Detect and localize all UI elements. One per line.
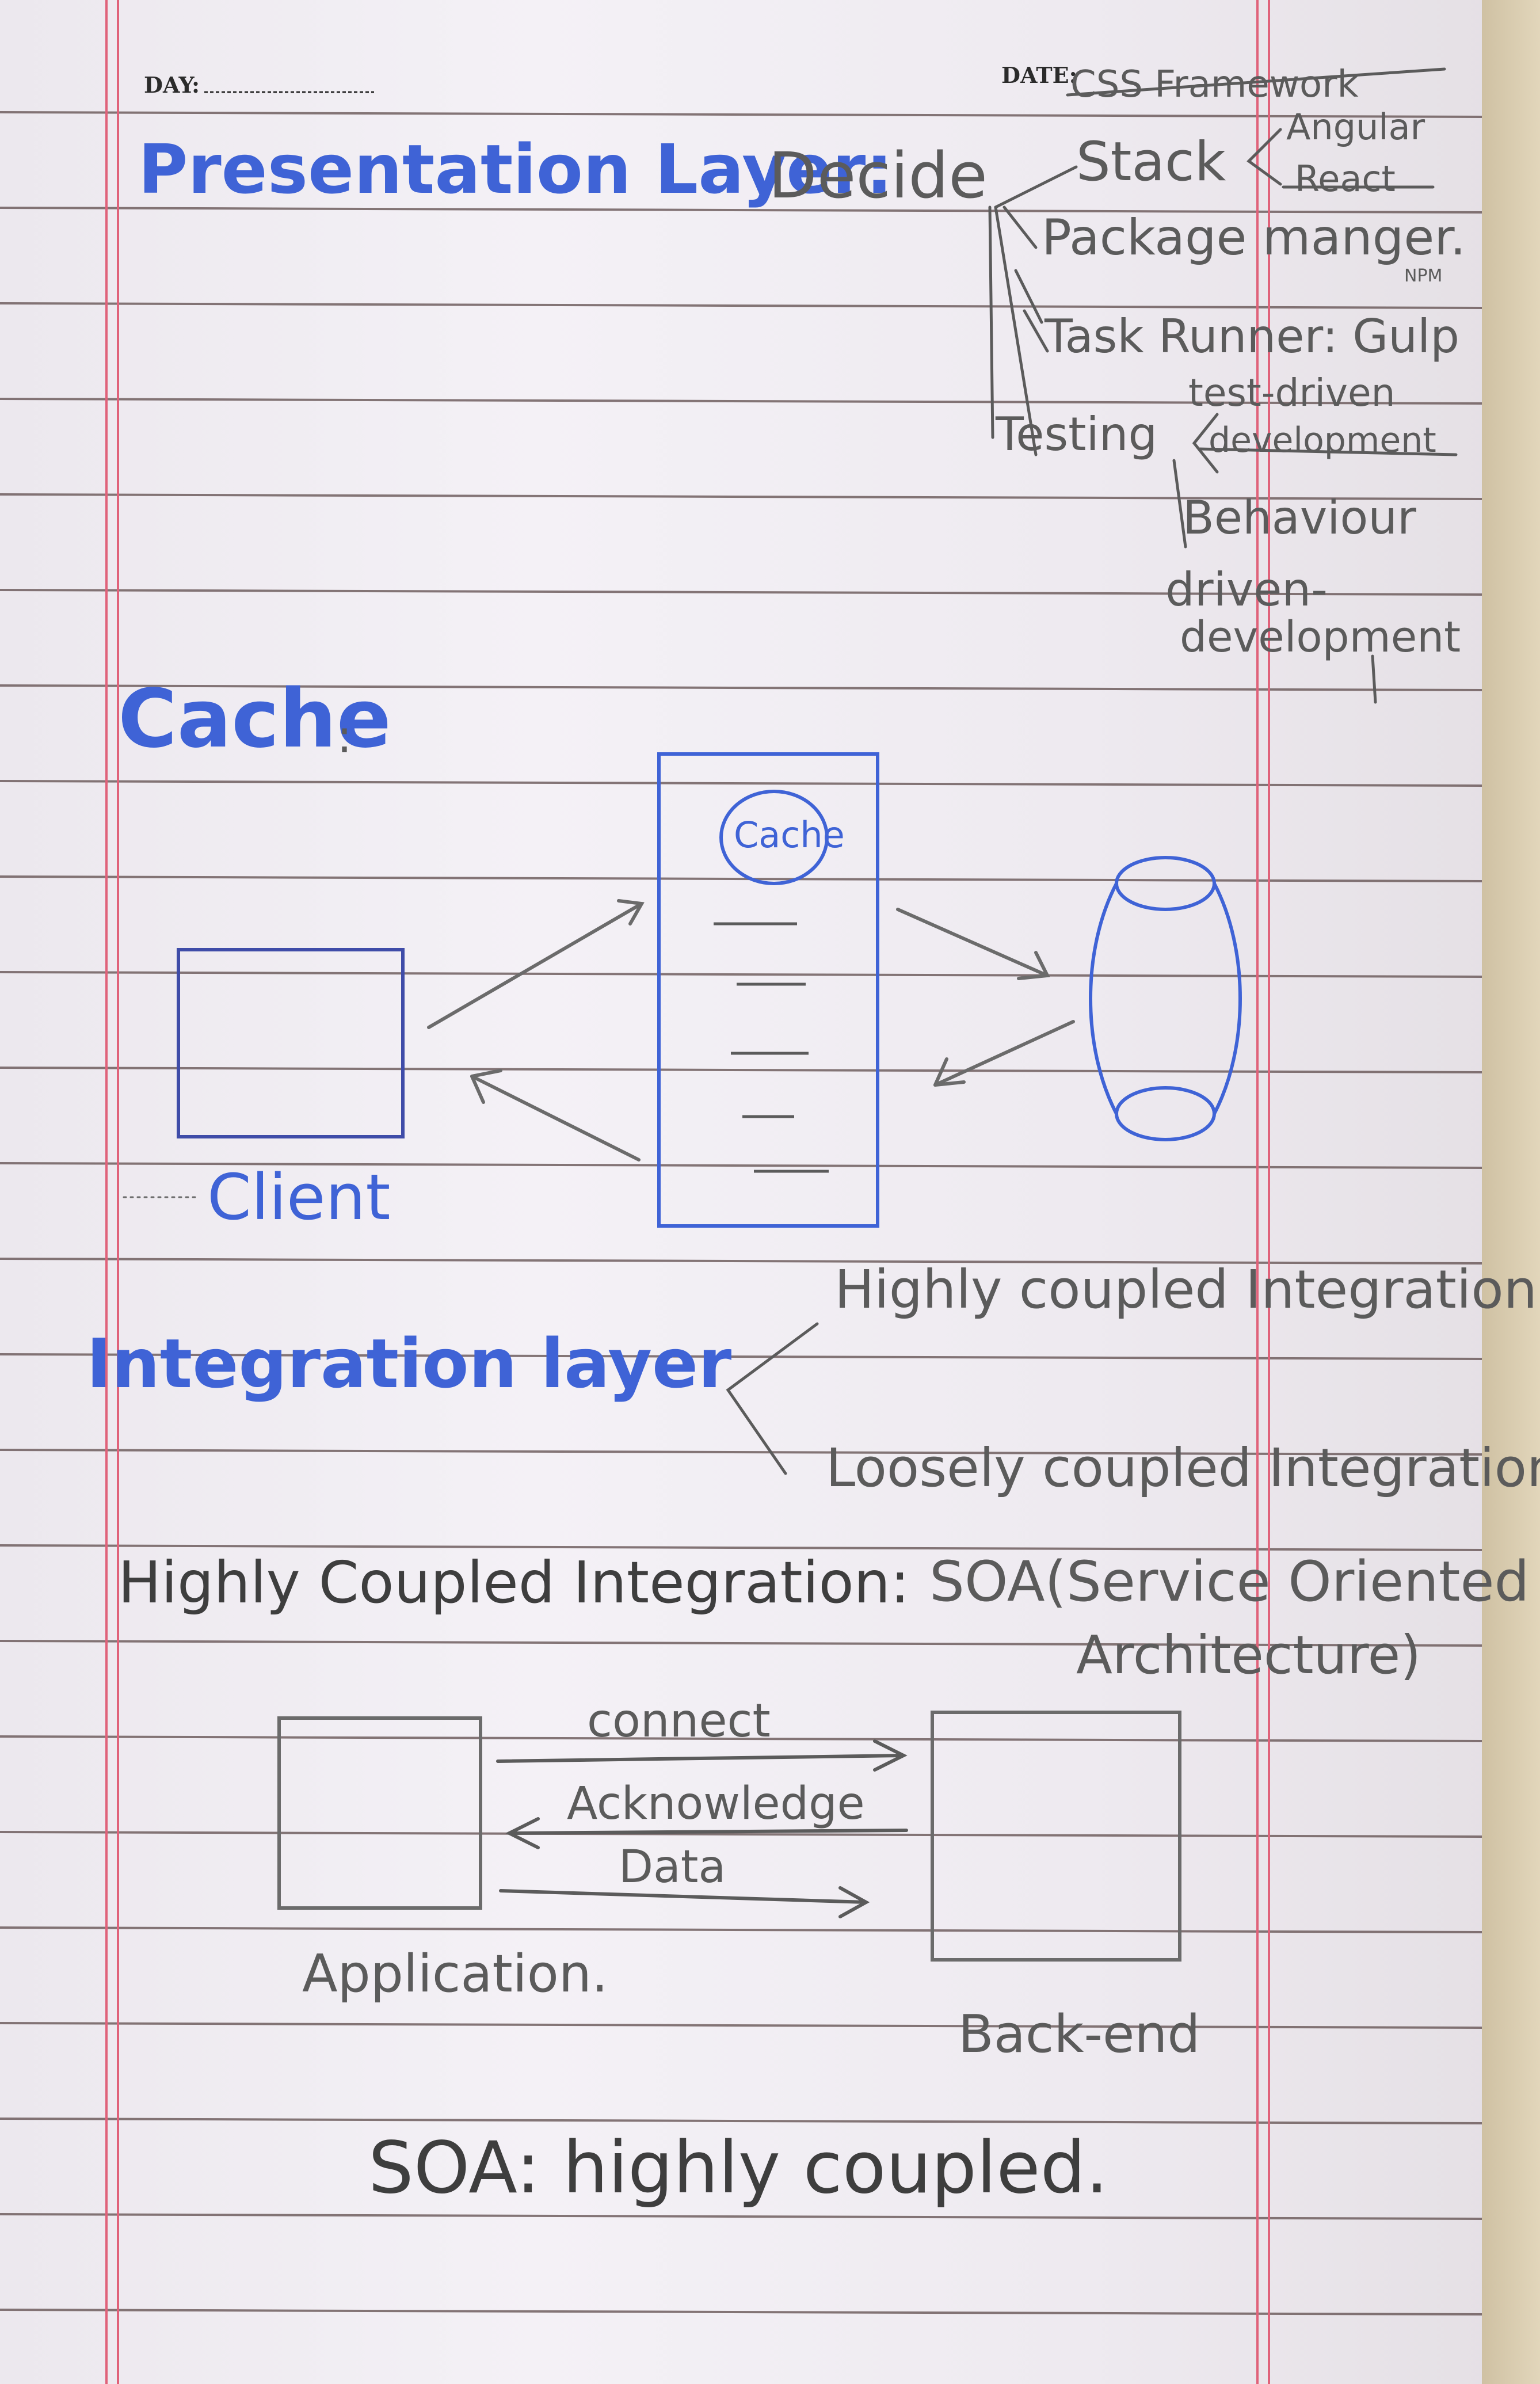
soa-definition-line-1: SOA(Service Oriented: [929, 1549, 1530, 1614]
backend-label: Back-end: [958, 2004, 1200, 2065]
bdd-line-1: Behaviour: [1183, 491, 1416, 544]
data-label: Data: [619, 1841, 726, 1893]
ruled-line-23: [0, 2309, 1482, 2316]
tdd-line-1: test-driven: [1188, 371, 1396, 415]
ruled-line-18: [0, 1831, 1482, 1838]
ruled-line-6: [0, 684, 1482, 691]
client-to-cache-arrow: [427, 902, 643, 1029]
tdd-line-2: development: [1209, 420, 1436, 460]
date-label: DATE:: [1001, 62, 1077, 88]
ruled-line-21: [0, 2118, 1482, 2124]
integration-heading: Integration layer: [86, 1324, 732, 1403]
css-framework-text: CSS Framework: [1070, 63, 1359, 106]
soa-heading: Highly Coupled Integration:: [118, 1549, 910, 1616]
ruled-line-9: [0, 971, 1482, 978]
bdd-line-2: driven-: [1165, 563, 1328, 616]
soa-arrows: [496, 1739, 908, 1918]
package-manager-text: Package manger.: [1042, 209, 1466, 266]
stack-text: Stack: [1076, 131, 1226, 193]
bdd-line-3: development: [1180, 612, 1461, 662]
cache-heading-colon: :: [337, 710, 352, 763]
ruled-line-0: [0, 111, 1482, 118]
data-arrow: [499, 1889, 868, 1904]
ruled-line-5: [0, 589, 1482, 596]
ruled-line-13: [0, 1353, 1482, 1360]
ruled-line-10: [0, 1067, 1482, 1073]
decide-tree: [988, 67, 1458, 704]
application-box: [277, 1716, 482, 1910]
ruled-line-16: [0, 1640, 1482, 1647]
ruled-line-7: [0, 780, 1482, 787]
paper-edge: [1482, 0, 1540, 2384]
ruled-line-2: [0, 302, 1482, 309]
highly-coupled-option: Highly coupled Integration: [834, 1259, 1538, 1320]
database-cylinder: [1089, 856, 1242, 1141]
ruled-line-1: [0, 207, 1482, 214]
soa-summary: SOA: highly coupled.: [368, 2127, 1108, 2210]
backend-box: [931, 1711, 1181, 1962]
acknowledge-arrow: [508, 1829, 908, 1835]
task-runner-text: Task Runner: Gulp: [1045, 310, 1459, 363]
application-label: Application.: [302, 1944, 608, 2004]
stack-option-angular: Angular: [1286, 106, 1425, 148]
ruled-line-15: [0, 1544, 1482, 1551]
cache-arrows: [123, 899, 1075, 1198]
ruled-line-17: [0, 1735, 1482, 1742]
cache-circle: [719, 790, 829, 885]
css-framework-strike: [1066, 67, 1446, 97]
ruled-line-11: [0, 1162, 1482, 1169]
client-box: [177, 948, 405, 1138]
connect-arrow: [496, 1754, 905, 1763]
cache-to-client-arrow: [470, 1075, 641, 1161]
db-to-cache-arrow: [933, 1020, 1075, 1087]
ruled-line-19: [0, 1926, 1482, 1933]
decide-text: Decide: [768, 139, 988, 212]
ruled-line-8: [0, 875, 1482, 882]
cache-circle-label: Cache: [734, 814, 845, 856]
integration-brace: [726, 1322, 819, 1475]
npm-text: NPM: [1404, 266, 1443, 286]
ruled-line-3: [0, 398, 1482, 405]
acknowledge-label: Acknowledge: [567, 1778, 865, 1830]
server-lines: [714, 922, 829, 1173]
loosely-coupled-option: Loosely coupled Integration: [826, 1437, 1540, 1499]
cache-server-box: [657, 752, 879, 1228]
ruled-line-22: [0, 2213, 1482, 2220]
stack-option-react: React: [1295, 158, 1396, 200]
ruled-line-4: [0, 493, 1482, 500]
testing-text: Testing: [996, 408, 1158, 461]
ruled-line-12: [0, 1258, 1482, 1265]
client-label: Client: [207, 1160, 391, 1234]
presentation-heading: Presentation Layer:: [138, 130, 893, 209]
connect-label: connect: [587, 1694, 771, 1747]
ruled-line-20: [0, 2022, 1482, 2029]
cache-heading: Cache: [118, 672, 391, 766]
ruled-line-14: [0, 1449, 1482, 1456]
soa-definition-line-2: Architecture): [1076, 1624, 1421, 1686]
day-label: DAY:: [144, 72, 200, 98]
cache-to-db-arrow: [896, 908, 1049, 977]
